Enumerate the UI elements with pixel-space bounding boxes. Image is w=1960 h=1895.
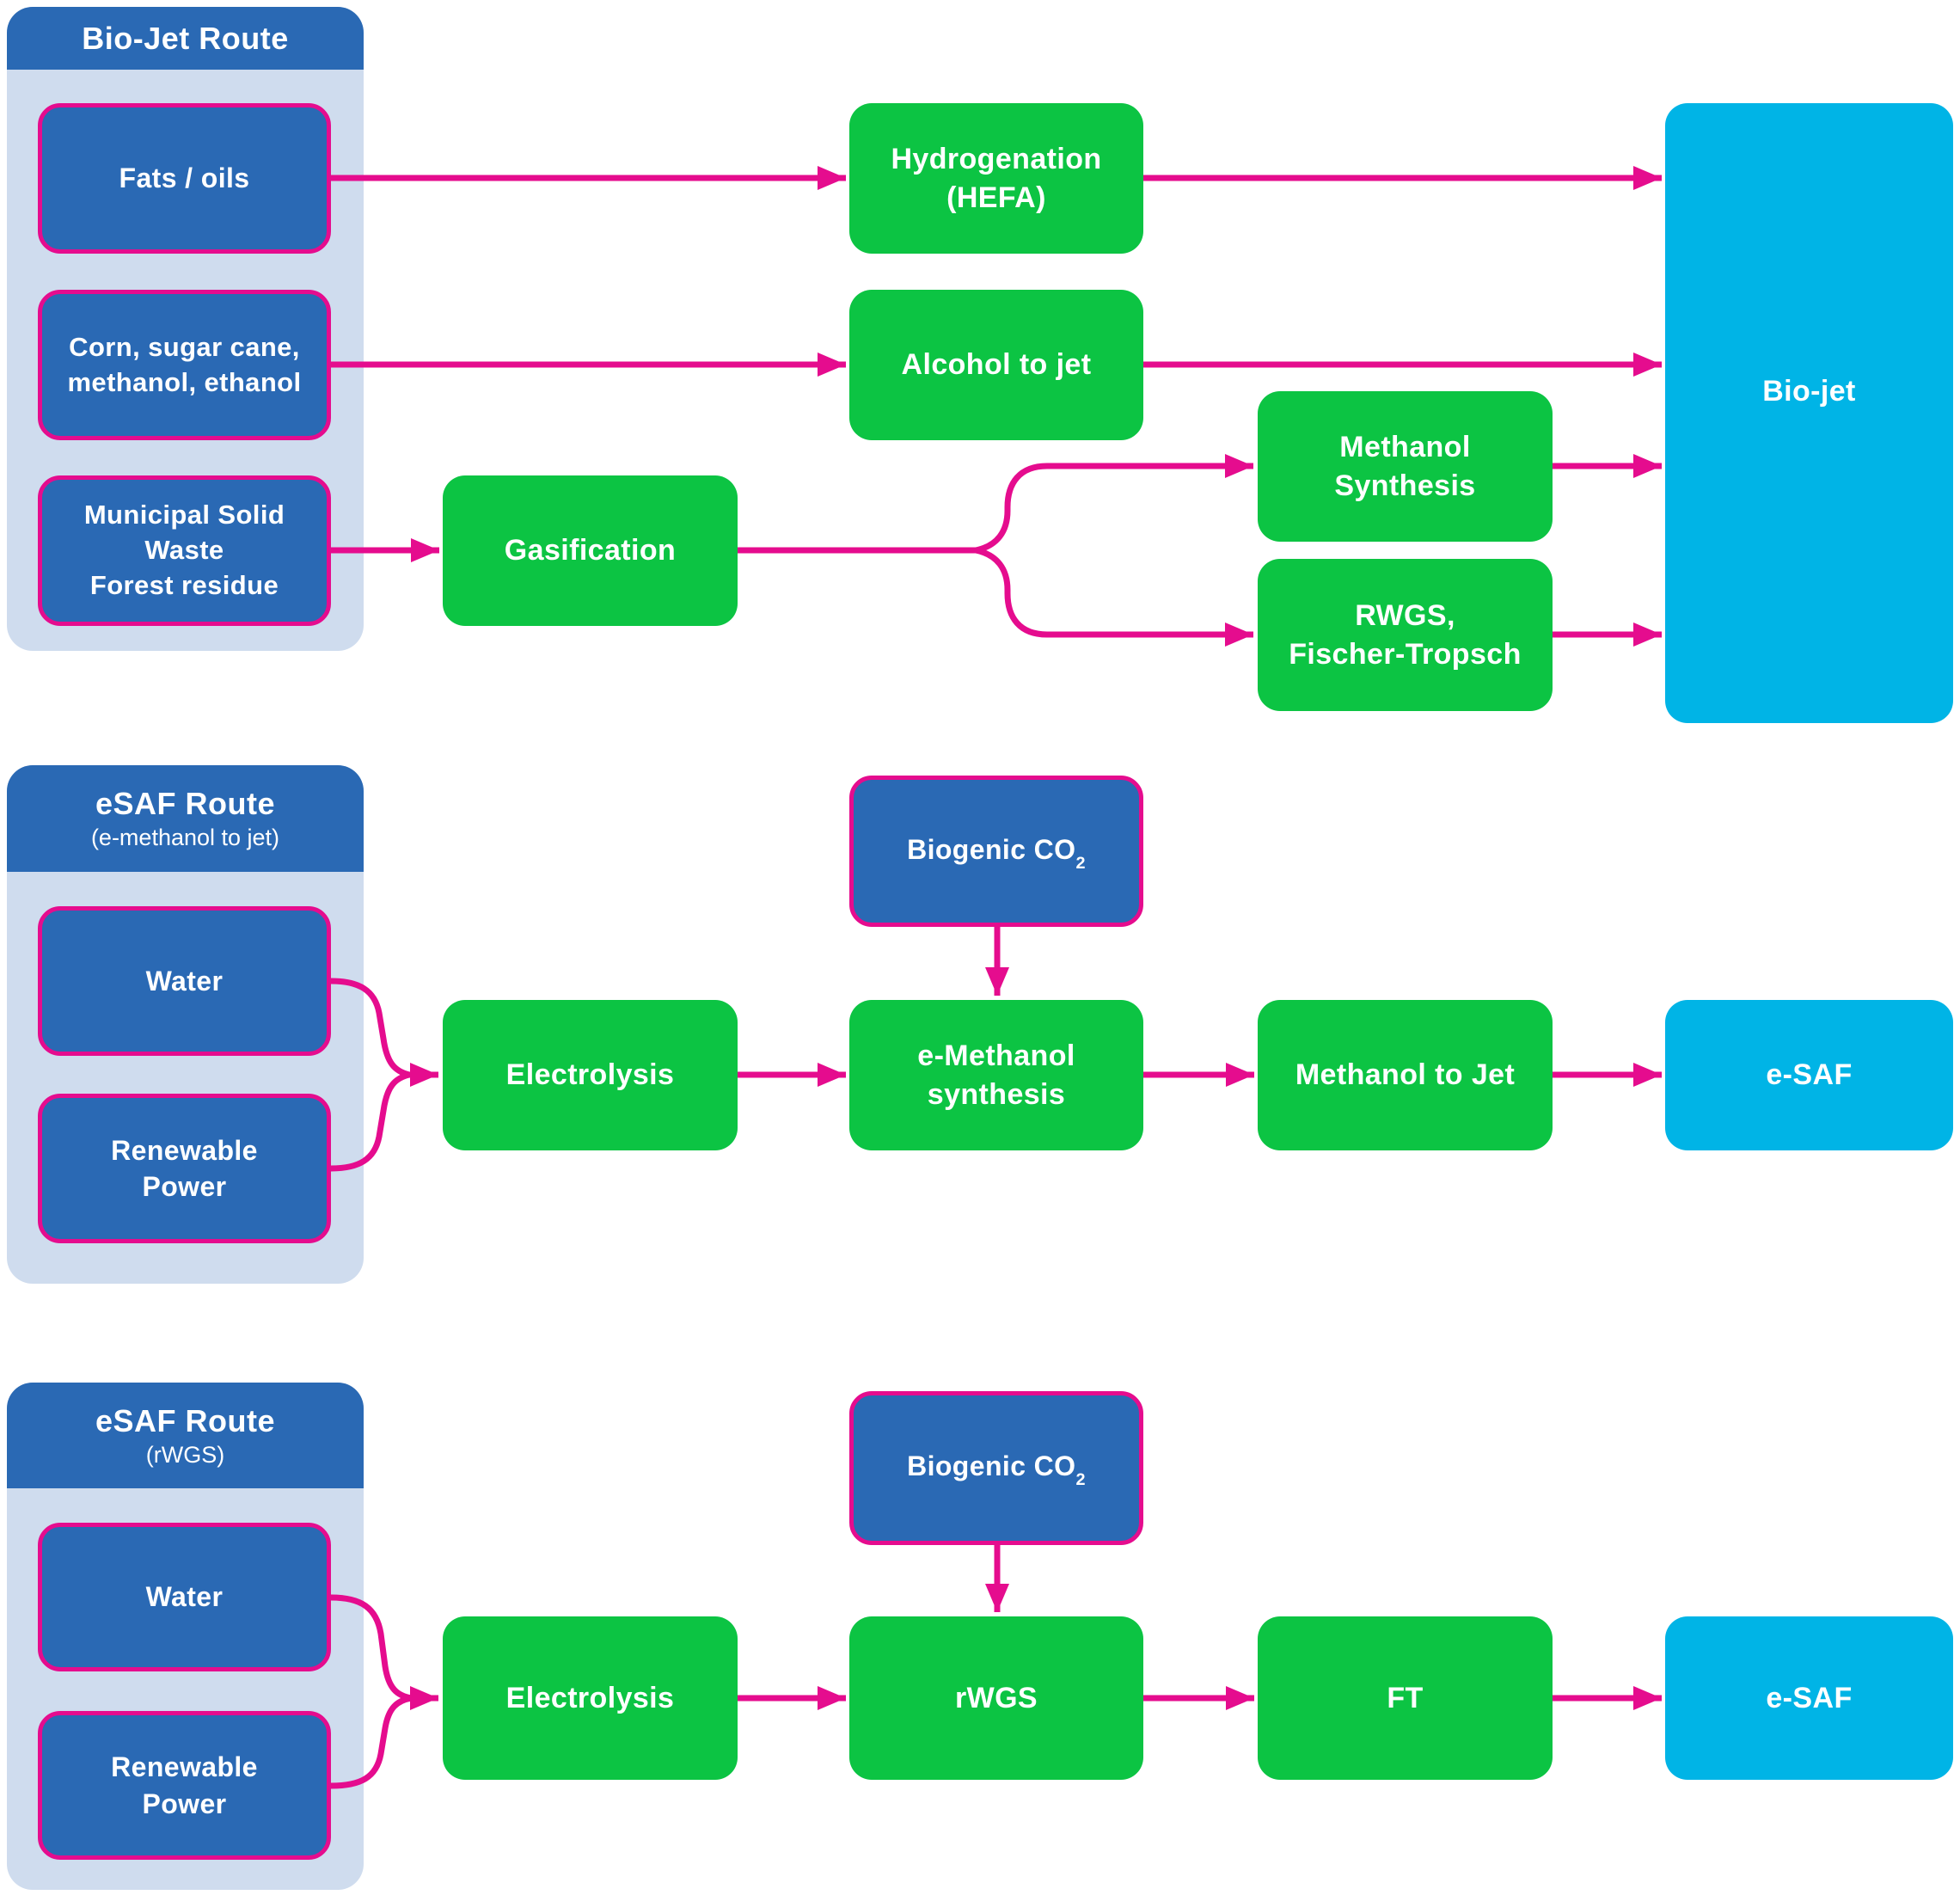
box-water-esaf-methanol: Water bbox=[38, 906, 331, 1056]
esaf-methanol-subtitle: (e-methanol to jet) bbox=[90, 825, 280, 850]
fats-oils-label: Fats / oils bbox=[119, 163, 250, 194]
corn-label-line1: Corn, sugar cane, bbox=[69, 331, 300, 362]
renewable-power-rwgs-line2: Power bbox=[142, 1788, 227, 1819]
panel-header-biojet-route: Bio-Jet Route bbox=[7, 7, 364, 70]
electrolysis-rwgs-label: Electrolysis bbox=[505, 1681, 675, 1714]
box-renewable-power-esaf-rwgs: Renewable Power bbox=[38, 1711, 331, 1860]
rwgs-ft-label-line2: Fischer-Tropsch bbox=[1289, 637, 1522, 671]
esaf-label-rwgs-route: e-SAF bbox=[1766, 1681, 1853, 1714]
water-label: Water bbox=[145, 965, 224, 997]
biogenic-co2-label: Biogenic CO2 bbox=[907, 833, 1086, 873]
box-renewable-power-esaf-methanol: Renewable Power bbox=[38, 1094, 331, 1243]
methanol-synthesis-label-line1: Methanol bbox=[1339, 431, 1471, 464]
fork-lower-to-rwgs-fischer-tropsch bbox=[975, 547, 1253, 647]
renewable-power-rwgs-line1: Renewable bbox=[111, 1751, 258, 1783]
alcohol-to-jet-label: Alcohol to jet bbox=[901, 348, 1092, 382]
water-label-rwgs: Water bbox=[145, 1581, 224, 1613]
renewable-power-label-line2: Power bbox=[142, 1171, 227, 1202]
biogenic-co2-rwgs-label: Biogenic CO2 bbox=[907, 1450, 1086, 1490]
corn-label-line2: methanol, ethanol bbox=[67, 366, 302, 397]
bio-jet-label: Bio-jet bbox=[1762, 375, 1856, 408]
e-methanol-label-line1: e-Methanol bbox=[917, 1039, 1075, 1073]
hydrogenation-label-line2: (HEFA) bbox=[946, 181, 1046, 214]
box-gasification: Gasification bbox=[443, 475, 738, 626]
box-methanol-synthesis: Methanol Synthesis bbox=[1258, 391, 1553, 542]
esaf-rwgs-title: eSAF Route bbox=[95, 1402, 275, 1438]
box-water-esaf-rwgs: Water bbox=[38, 1523, 331, 1671]
box-biogenic-co2-esaf-rwgs: Biogenic CO2 bbox=[849, 1391, 1143, 1545]
box-electrolysis-esaf-rwgs: Electrolysis bbox=[443, 1616, 738, 1780]
gasification-label: Gasification bbox=[504, 534, 677, 567]
electrolysis-label: Electrolysis bbox=[505, 1058, 675, 1092]
box-bio-jet-output: Bio-jet bbox=[1665, 103, 1953, 723]
box-ft: FT bbox=[1258, 1616, 1553, 1780]
esaf-rwgs-subtitle: (rWGS) bbox=[145, 1441, 225, 1468]
ft-label: FT bbox=[1387, 1681, 1424, 1714]
fork-upper-to-methanol-synthesis bbox=[975, 454, 1253, 554]
box-alcohol-to-jet: Alcohol to jet bbox=[849, 290, 1143, 440]
esaf-label-methanol-route: e-SAF bbox=[1766, 1058, 1853, 1091]
methanol-to-jet-label: Methanol to Jet bbox=[1295, 1058, 1516, 1092]
box-corn-sugarcane-methanol-ethanol: Corn, sugar cane, methanol, ethanol bbox=[38, 290, 331, 440]
panel-header-esaf-rwgs: eSAF Route (rWGS) bbox=[7, 1383, 364, 1488]
msw-label-line2: Waste bbox=[144, 535, 224, 566]
panel-header-esaf-methanol: eSAF Route (e-methanol to jet) bbox=[7, 765, 364, 872]
box-methanol-to-jet: Methanol to Jet bbox=[1258, 1000, 1553, 1150]
box-rwgs: rWGS bbox=[849, 1616, 1143, 1780]
box-esaf-output-methanol-route: e-SAF bbox=[1665, 1000, 1953, 1150]
rwgs-ft-label-line1: RWGS, bbox=[1355, 599, 1455, 633]
esaf-methanol-title: eSAF Route bbox=[95, 786, 275, 821]
box-fats-oils: Fats / oils bbox=[38, 103, 331, 254]
methanol-synthesis-label-line2: Synthesis bbox=[1334, 469, 1476, 502]
msw-label-line1: Municipal Solid bbox=[83, 500, 285, 530]
box-municipal-solid-waste-forest-residue: Municipal Solid Waste Forest residue bbox=[38, 475, 331, 626]
hydrogenation-label-line1: Hydrogenation bbox=[891, 143, 1102, 176]
box-hydrogenation-hefa: Hydrogenation (HEFA) bbox=[849, 103, 1143, 254]
box-esaf-output-rwgs-route: e-SAF bbox=[1665, 1616, 1953, 1780]
biojet-route-title: Bio-Jet Route bbox=[82, 20, 289, 56]
box-rwgs-fischer-tropsch: RWGS, Fischer-Tropsch bbox=[1258, 559, 1553, 711]
rwgs-label: rWGS bbox=[954, 1681, 1038, 1714]
box-electrolysis-esaf-methanol: Electrolysis bbox=[443, 1000, 738, 1150]
e-methanol-label-line2: synthesis bbox=[927, 1077, 1066, 1111]
box-e-methanol-synthesis: e-Methanol synthesis bbox=[849, 1000, 1143, 1150]
box-biogenic-co2-esaf-methanol: Biogenic CO2 bbox=[849, 776, 1143, 927]
renewable-power-label-line1: Renewable bbox=[111, 1134, 258, 1166]
msw-label-line3: Forest residue bbox=[89, 569, 279, 600]
